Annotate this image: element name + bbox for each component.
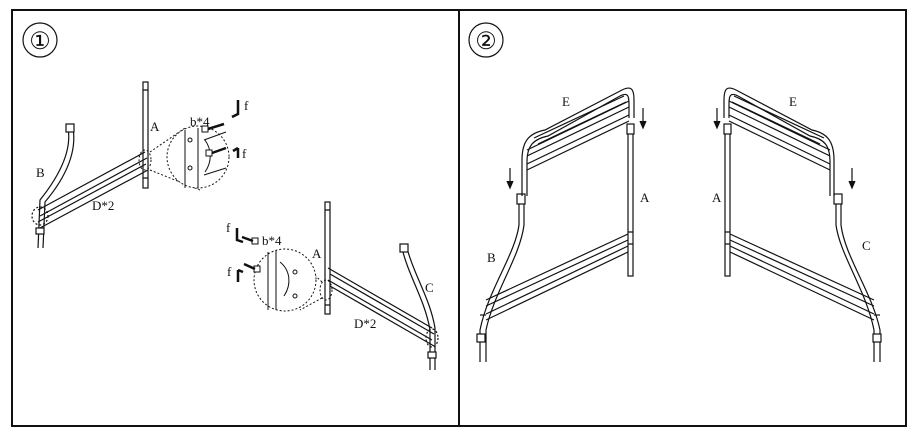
screw-b-top	[201, 122, 227, 157]
post-b	[31, 123, 75, 249]
label-b4-top: b*4	[190, 114, 210, 129]
bracket-f-mid	[235, 228, 244, 282]
rail-d-left	[37, 151, 149, 229]
label-c-frame: C	[862, 238, 871, 253]
label-b-top: B	[36, 165, 45, 180]
label-f-mid2: f	[227, 264, 232, 279]
step-2-number: ②	[475, 29, 497, 55]
label-a-top: A	[150, 119, 160, 134]
post-a-top	[142, 81, 149, 189]
label-a-left-frame: A	[640, 190, 650, 205]
label-f-top2: f	[242, 146, 247, 161]
label-d-left: D*2	[92, 198, 114, 213]
panel-1: ①	[22, 22, 439, 370]
zoom-callout-mid	[253, 248, 333, 312]
rail-d-right	[327, 267, 435, 347]
bracket-f-top	[231, 100, 240, 158]
zoom-callout-top	[138, 125, 230, 191]
panel-2-border	[458, 9, 907, 427]
label-f-top1: f	[244, 98, 249, 113]
label-b-frame: B	[487, 250, 496, 265]
panel-1-border	[11, 9, 460, 427]
label-a-right-frame: A	[712, 190, 722, 205]
label-c: C	[425, 280, 434, 295]
step-2-circle	[468, 22, 504, 58]
step-1-circle	[22, 22, 58, 58]
frame-left	[476, 87, 647, 362]
label-d-right: D*2	[354, 316, 376, 331]
post-a-mid	[324, 201, 331, 315]
label-b4-mid: b*4	[262, 233, 282, 248]
step-1-number: ①	[29, 29, 51, 55]
label-a-mid: A	[312, 246, 322, 261]
label-e-left: E	[562, 94, 570, 109]
label-f-mid1: f	[226, 220, 231, 235]
frame-right	[713, 87, 882, 362]
label-e-right: E	[789, 94, 797, 109]
panel-2: ②	[468, 22, 882, 362]
screw-b-mid	[241, 235, 261, 273]
post-c	[399, 243, 439, 370]
